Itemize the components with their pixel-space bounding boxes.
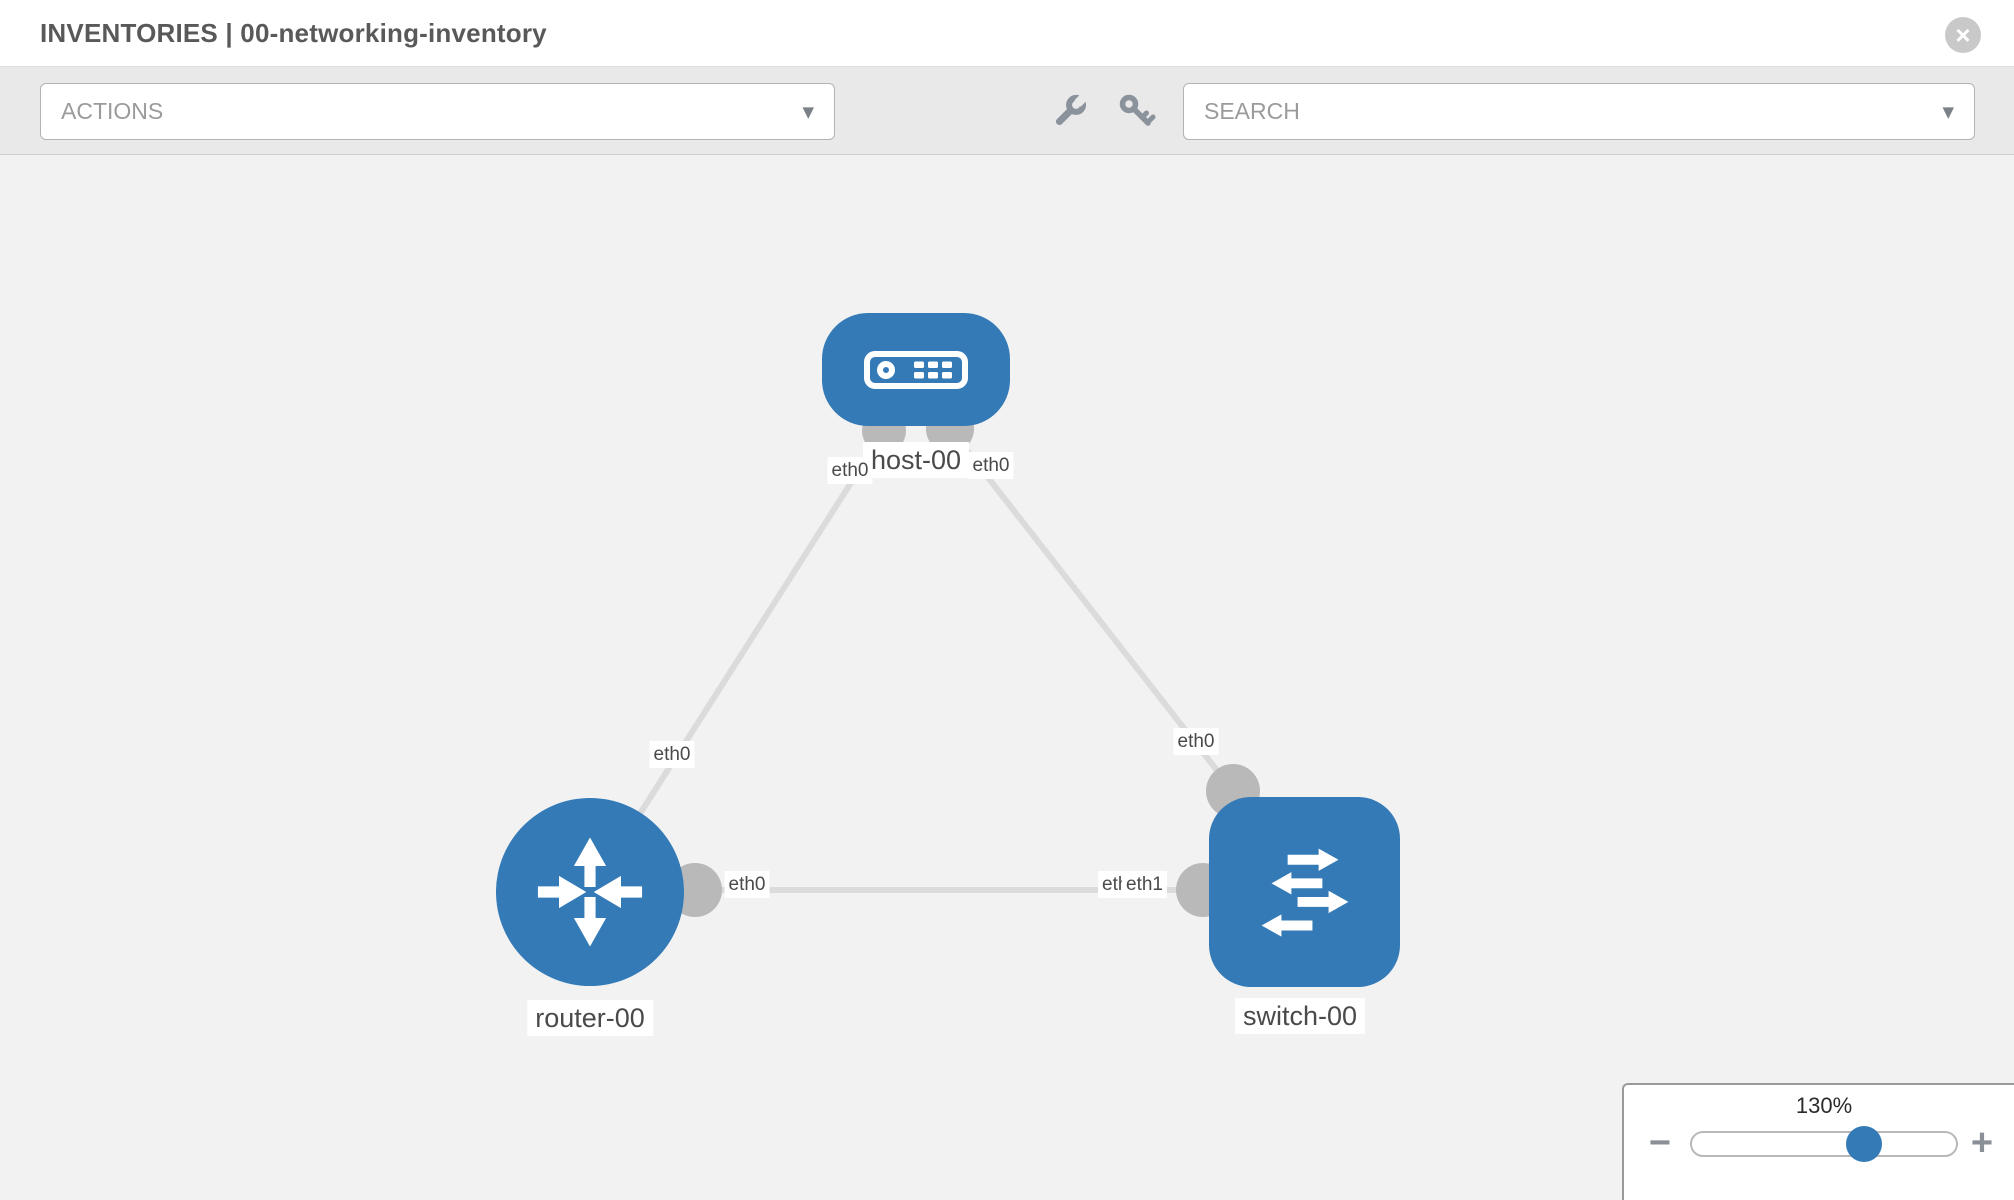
zoom-level-value: 130% xyxy=(1795,1093,1853,1118)
zoom-slider-thumb[interactable] xyxy=(1846,1126,1882,1162)
page-title: INVENTORIES | 00-networking-inventory xyxy=(40,18,547,48)
node-label-host: host-00 xyxy=(862,442,970,478)
node-switch-00[interactable] xyxy=(1209,797,1400,987)
iface-label-host-right: eth0 xyxy=(968,452,1014,479)
node-host-00[interactable] xyxy=(822,313,1010,426)
node-label-router: router-00 xyxy=(527,1000,653,1036)
actions-dropdown-label: ACTIONS xyxy=(61,98,164,124)
toolbar: ACTIONS ▼ SEARCH ▼ xyxy=(0,66,2014,155)
key-icon xyxy=(1119,94,1156,126)
search-placeholder: SEARCH xyxy=(1204,98,1300,124)
iface-label-mid-router: eth0 xyxy=(724,871,770,898)
zoom-control-panel: 130% − + xyxy=(1622,1083,2014,1200)
chevron-down-icon: ▼ xyxy=(802,102,814,121)
iface-label-mid-switch-front: eth1 xyxy=(1122,871,1167,898)
switch-icon xyxy=(1261,848,1348,937)
topology-links xyxy=(587,405,1300,917)
zoom-slider[interactable] xyxy=(1690,1131,1958,1157)
chevron-down-icon: ▼ xyxy=(1942,102,1954,121)
search-dropdown[interactable]: SEARCH ▼ xyxy=(1183,83,1975,140)
iface-label-router-diag: eth0 xyxy=(649,741,695,768)
actions-dropdown[interactable]: ACTIONS ▼ xyxy=(40,83,835,140)
wrench-button[interactable] xyxy=(1048,91,1090,133)
topology-canvas[interactable]: host-00 router-00 switch-00 eth0 eth0 et… xyxy=(0,155,2014,1200)
zoom-in-button[interactable]: + xyxy=(1962,1121,2002,1165)
node-router-00[interactable] xyxy=(496,798,684,986)
plus-icon: + xyxy=(1970,1122,1994,1164)
iface-label-switch-diag: eth0 xyxy=(1173,728,1219,755)
key-button[interactable] xyxy=(1116,92,1158,134)
close-button[interactable]: × xyxy=(1945,17,1981,53)
iface-label-host-left: eth0 xyxy=(827,457,873,484)
router-icon xyxy=(537,837,643,947)
zoom-out-button[interactable]: − xyxy=(1640,1121,1680,1165)
close-icon: × xyxy=(1955,20,1971,50)
wrench-icon xyxy=(1055,93,1088,126)
header-bar: INVENTORIES | 00-networking-inventory × xyxy=(0,0,2014,66)
minus-icon: − xyxy=(1648,1122,1672,1164)
node-label-switch: switch-00 xyxy=(1234,998,1366,1034)
host-icon xyxy=(864,350,968,389)
